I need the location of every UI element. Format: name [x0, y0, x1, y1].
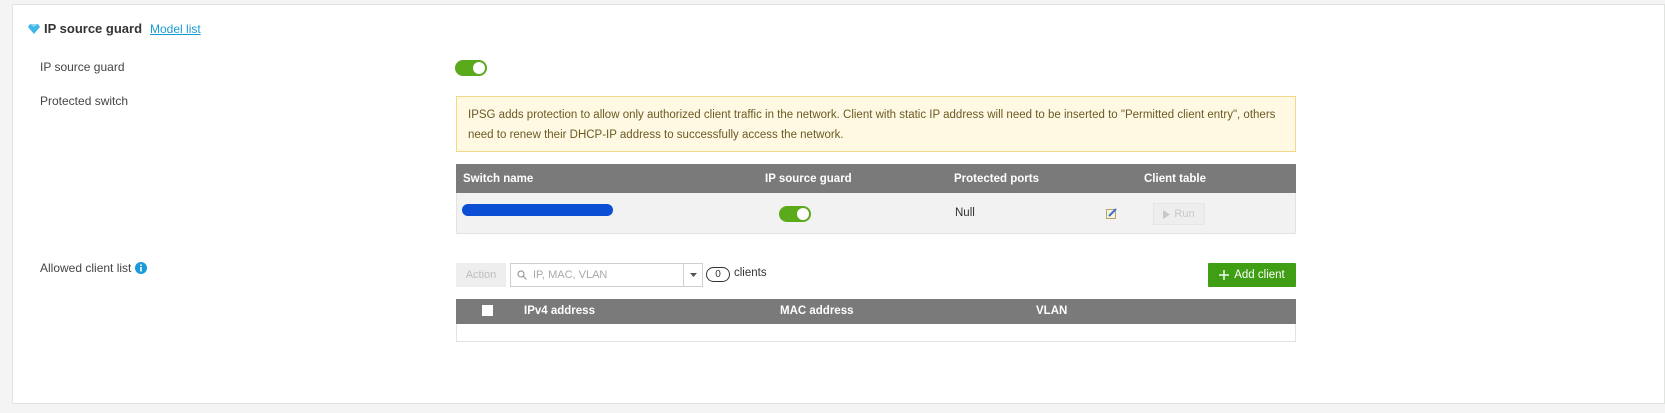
allowed-client-list-label: Allowed client list — [40, 261, 132, 275]
client-count-suffix: clients — [734, 267, 767, 279]
col-ip-source-guard: IP source guard — [765, 173, 852, 185]
client-count-badge: 0 — [706, 267, 730, 282]
action-button[interactable]: Action — [456, 263, 506, 287]
model-list-link[interactable]: Model list — [150, 21, 201, 36]
select-all-checkbox[interactable] — [482, 305, 493, 316]
add-client-button[interactable]: Add client — [1208, 263, 1296, 287]
toggle-knob — [473, 62, 485, 74]
col-ipv4-address: IPv4 address — [524, 305, 595, 317]
section-title: IP source guard Model list — [28, 21, 201, 36]
ip-source-guard-toggle[interactable] — [455, 60, 487, 76]
diamond-icon — [28, 23, 40, 34]
col-protected-ports: Protected ports — [954, 173, 1039, 185]
search-icon — [517, 270, 527, 280]
search-input[interactable] — [533, 267, 678, 283]
table-header: Switch name IP source guard Protected po… — [456, 164, 1296, 193]
section-title-text: IP source guard — [44, 21, 143, 36]
protected-switch-label: Protected switch — [40, 94, 129, 108]
allowed-client-list-label-wrap: Allowed client list — [40, 261, 148, 275]
allowed-client-table: IPv4 address MAC address VLAN — [456, 299, 1296, 342]
info-icon[interactable] — [135, 262, 148, 274]
table-header: IPv4 address MAC address VLAN — [456, 299, 1296, 324]
edit-icon[interactable] — [1106, 208, 1117, 219]
plus-icon — [1219, 270, 1230, 280]
row-ip-source-guard-toggle[interactable] — [779, 206, 811, 222]
play-icon — [1163, 209, 1171, 219]
toggle-knob — [797, 208, 809, 220]
ipsg-notice: IPSG adds protection to allow only autho… — [456, 96, 1296, 152]
client-search — [510, 263, 703, 287]
col-switch-name: Switch name — [463, 173, 534, 185]
switch-name-redacted — [462, 204, 613, 216]
col-vlan: VLAN — [1036, 305, 1068, 317]
chevron-down-icon — [689, 273, 697, 277]
protected-ports-value: Null — [955, 207, 975, 219]
protected-switch-table: Switch name IP source guard Protected po… — [456, 164, 1296, 234]
run-button[interactable]: Run — [1153, 203, 1205, 225]
table-row: Null Run — [456, 193, 1296, 234]
col-mac-address: MAC address — [780, 305, 854, 317]
add-client-label: Add client — [1234, 269, 1285, 281]
ip-source-guard-label: IP source guard — [40, 60, 125, 74]
col-client-table: Client table — [1144, 173, 1206, 185]
run-label: Run — [1174, 208, 1195, 220]
search-filter-dropdown[interactable] — [683, 264, 702, 286]
ip-source-guard-panel: IP source guard Model list IP source gua… — [12, 4, 1665, 404]
table-body-empty — [456, 324, 1296, 342]
